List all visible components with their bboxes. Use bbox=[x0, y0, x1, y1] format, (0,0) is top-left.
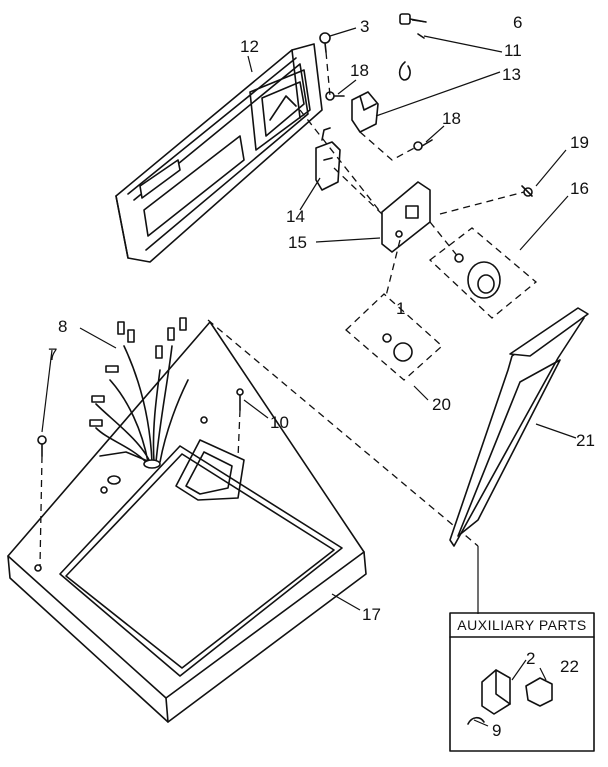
top-panel-part-17 bbox=[7, 321, 367, 723]
callout-12: 12 bbox=[240, 37, 259, 56]
screw-part-7 bbox=[37, 435, 47, 567]
callout-numbers: 3 6 12 11 18 13 18 19 16 14 15 1 8 7 10 … bbox=[48, 13, 595, 740]
callout-17: 17 bbox=[362, 605, 381, 624]
switch-part-13 bbox=[351, 91, 379, 133]
callout-2: 2 bbox=[526, 649, 535, 668]
callout-13: 13 bbox=[502, 65, 521, 84]
screw-part-18-lower bbox=[413, 139, 433, 151]
bracket-part-14 bbox=[315, 127, 341, 191]
screw-part-3 bbox=[319, 32, 331, 53]
callout-1: 1 bbox=[396, 299, 405, 318]
callout-19: 19 bbox=[570, 133, 589, 152]
callout-20: 20 bbox=[432, 395, 451, 414]
aux-part-22-clip bbox=[525, 677, 553, 707]
callout-8: 8 bbox=[58, 317, 67, 336]
aux-part-9-wire bbox=[467, 716, 485, 725]
callout-7: 7 bbox=[48, 345, 57, 364]
callout-14: 14 bbox=[286, 207, 305, 226]
callout-10: 10 bbox=[270, 413, 289, 432]
assembly-dashed-lines bbox=[207, 51, 525, 547]
callout-3: 3 bbox=[360, 17, 369, 36]
callout-16: 16 bbox=[570, 179, 589, 198]
wiring-harness-part-8 bbox=[89, 317, 189, 469]
auxiliary-parts-box: AUXILIARY PARTS bbox=[449, 612, 595, 752]
mounting-plate-part-15 bbox=[381, 181, 431, 253]
knob-part-6 bbox=[399, 13, 427, 25]
callout-9: 9 bbox=[492, 721, 501, 740]
aux-part-2-block bbox=[481, 669, 511, 715]
clip-part-11 bbox=[398, 33, 425, 81]
callout-11: 11 bbox=[504, 41, 522, 60]
timer-part-16 bbox=[428, 227, 538, 319]
knob-part-20 bbox=[345, 293, 443, 381]
screw-part-10 bbox=[236, 388, 244, 459]
callout-22: 22 bbox=[560, 657, 579, 676]
callout-18-lower: 18 bbox=[442, 109, 461, 128]
screw-part-18-upper bbox=[325, 91, 345, 101]
lint-screen-part-21 bbox=[449, 307, 589, 547]
screw-part-19 bbox=[521, 185, 533, 197]
auxiliary-parts-title: AUXILIARY PARTS bbox=[457, 617, 586, 633]
callout-15: 15 bbox=[288, 233, 307, 252]
leader-lines bbox=[41, 19, 577, 727]
console-panel bbox=[115, 43, 323, 263]
callout-21: 21 bbox=[576, 431, 595, 450]
callout-18-upper: 18 bbox=[350, 61, 369, 80]
callout-6: 6 bbox=[513, 13, 522, 32]
